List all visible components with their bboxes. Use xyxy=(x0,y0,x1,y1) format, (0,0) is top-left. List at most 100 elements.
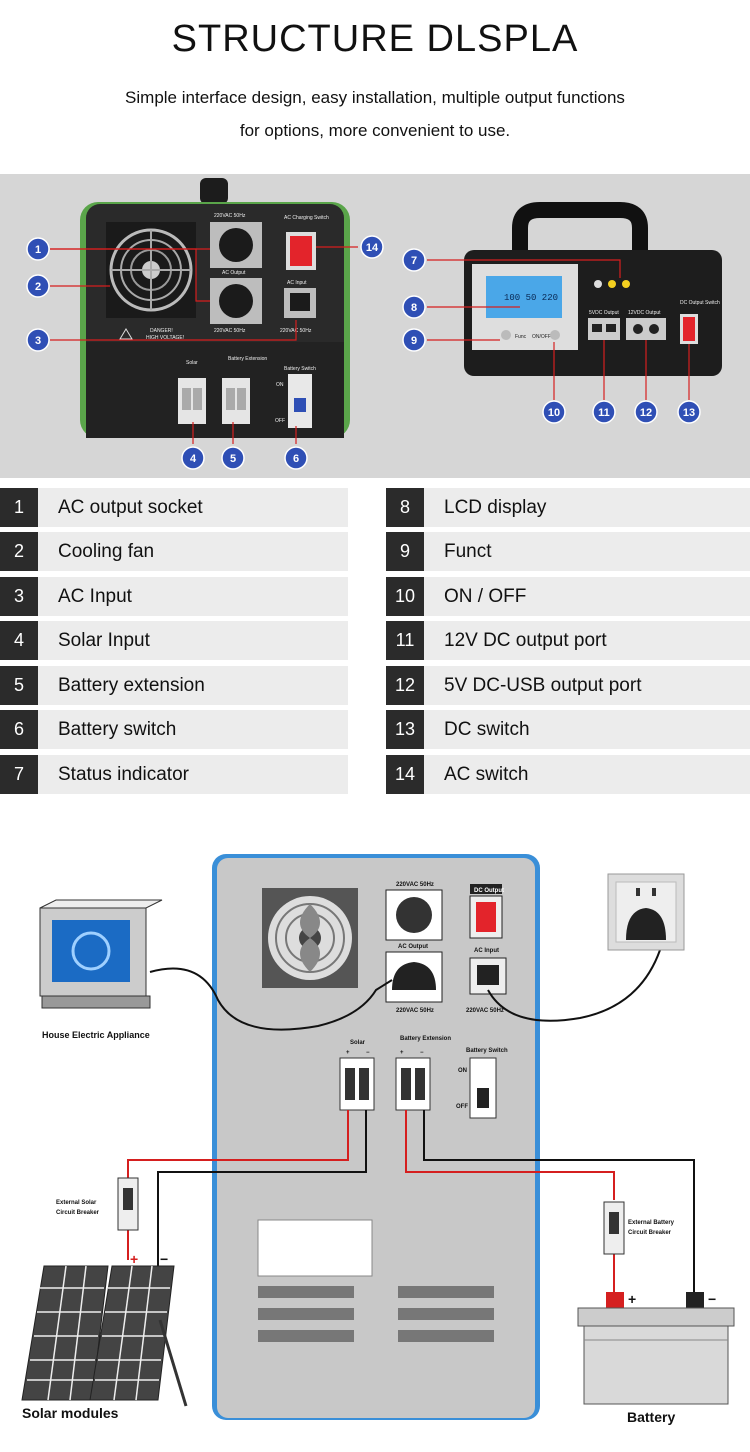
diagram-ac-output-bottom: 220VAC 50Hz xyxy=(396,1008,434,1014)
ac-output-label: AC Output xyxy=(222,270,246,276)
diagram-plug-icon xyxy=(392,962,436,990)
diagram-solar-plus: + xyxy=(346,1050,350,1056)
ext-batt-line1: External Battery xyxy=(628,1220,675,1226)
diagram-batt-minus: − xyxy=(420,1050,424,1056)
legend-num: 14 xyxy=(386,755,424,794)
ext-solar-line1: External Solar xyxy=(56,1200,97,1206)
battery-plus: + xyxy=(628,1291,636,1307)
diagram-ac-output-socket[interactable] xyxy=(396,897,432,933)
onoff-label: ON/OFF xyxy=(532,334,551,340)
callout-5: 5 xyxy=(221,446,245,470)
legend-num: 2 xyxy=(0,532,38,571)
callout-11: 11 xyxy=(592,400,616,424)
legend-label: AC output socket xyxy=(38,488,348,527)
ext-solar-line2: Circuit Breaker xyxy=(56,1210,100,1216)
svg-text:14: 14 xyxy=(366,242,379,254)
callout-12: 12 xyxy=(634,400,658,424)
callout-2: 2 xyxy=(26,274,50,298)
legend-num: 5 xyxy=(0,666,38,705)
page-title: STRUCTURE DLSPLA xyxy=(171,18,579,60)
callout-9: 9 xyxy=(402,328,426,352)
svg-text:8: 8 xyxy=(411,302,417,314)
legend-label: AC switch xyxy=(424,755,750,794)
svg-text:1: 1 xyxy=(35,244,41,256)
svg-text:10: 10 xyxy=(548,407,560,419)
legend-label: Battery switch xyxy=(38,710,348,749)
func-label: Func xyxy=(515,334,527,340)
legend-num: 1 xyxy=(0,488,38,527)
svg-text:12: 12 xyxy=(640,407,652,419)
battery-switch-label: Battery Switch xyxy=(284,366,316,372)
usb-output-port[interactable] xyxy=(588,318,620,340)
callout-14: 14 xyxy=(360,235,384,259)
product-photo-section: DANGER! HIGH VOLTAGE! 220VAC 50Hz AC Out… xyxy=(0,174,750,478)
svg-text:5: 5 xyxy=(230,453,236,465)
legend-num: 9 xyxy=(386,532,424,571)
diagram-dc-switch[interactable] xyxy=(476,902,496,932)
callout-8: 8 xyxy=(402,295,426,319)
ac-output-top-label: 220VAC 50Hz xyxy=(214,213,246,219)
legend-num: 11 xyxy=(386,621,424,660)
func-button[interactable] xyxy=(501,330,511,340)
legend-label: ON / OFF xyxy=(424,577,750,616)
wiring-diagram-svg: 220VAC 50Hz AC Output 220VAC 50Hz DC Out… xyxy=(21,854,735,1425)
subtitle-line-2: for options, more convenient to use. xyxy=(239,121,511,140)
ac-input-label: AC Input xyxy=(287,280,307,286)
legend-num: 10 xyxy=(386,577,424,616)
legend-num: 8 xyxy=(386,488,424,527)
legend-label: LCD display xyxy=(424,488,750,527)
legend-label: 5V DC-USB output port xyxy=(424,666,750,705)
svg-text:3: 3 xyxy=(35,335,41,347)
diagram-battery-extension: Battery Extension xyxy=(400,1036,451,1042)
legend-num: 6 xyxy=(0,710,38,749)
dc-output-port[interactable] xyxy=(626,318,666,340)
diagram-ac-input-socket[interactable] xyxy=(477,965,499,985)
solar-panels-icon xyxy=(21,1265,188,1407)
house-appliance-label: House Electric Appliance xyxy=(42,1030,150,1040)
legend-label: Battery extension xyxy=(38,666,348,705)
status-led-1 xyxy=(594,280,602,288)
callout-badges: 1 2 3 4 5 6 7 8 9 10 11 12 13 14 xyxy=(26,235,701,470)
svg-text:7: 7 xyxy=(411,255,417,267)
callout-10: 10 xyxy=(542,400,566,424)
legend-num: 13 xyxy=(386,710,424,749)
power-button[interactable] xyxy=(550,330,560,340)
usb-output-label: 5VDC Output xyxy=(589,310,619,316)
ac-switch[interactable] xyxy=(290,236,312,266)
battery-extension-label: Battery Extension xyxy=(228,356,267,362)
diagram-ac-input: AC Input xyxy=(474,948,499,954)
battery-icon xyxy=(577,1292,735,1405)
legend-num: 3 xyxy=(0,577,38,616)
wall-outlet-icon xyxy=(607,873,685,951)
wires xyxy=(127,949,695,1292)
svg-text:2: 2 xyxy=(35,281,41,293)
legend-label: Status indicator xyxy=(38,755,348,794)
panel-plus: + xyxy=(130,1251,138,1267)
legend-label: Cooling fan xyxy=(38,532,348,571)
legend-label: DC switch xyxy=(424,710,750,749)
dc-switch[interactable] xyxy=(683,317,695,341)
svg-text:6: 6 xyxy=(293,453,299,465)
legend-num: 12 xyxy=(386,666,424,705)
warning-icon xyxy=(119,328,133,340)
svg-text:9: 9 xyxy=(411,335,417,347)
battery-minus: − xyxy=(708,1291,716,1307)
legend-label: Funct xyxy=(424,532,750,571)
wiring-diagram: 220VAC 50Hz AC Output 220VAC 50Hz DC Out… xyxy=(0,840,750,1440)
legend-label: Solar Input xyxy=(38,621,348,660)
diagram-ac-output: AC Output xyxy=(398,944,428,950)
callout-1: 1 xyxy=(26,237,50,261)
svg-text:4: 4 xyxy=(190,453,197,465)
diagram-on: ON xyxy=(458,1068,467,1074)
callout-13: 13 xyxy=(677,400,701,424)
svg-text:11: 11 xyxy=(598,407,610,419)
